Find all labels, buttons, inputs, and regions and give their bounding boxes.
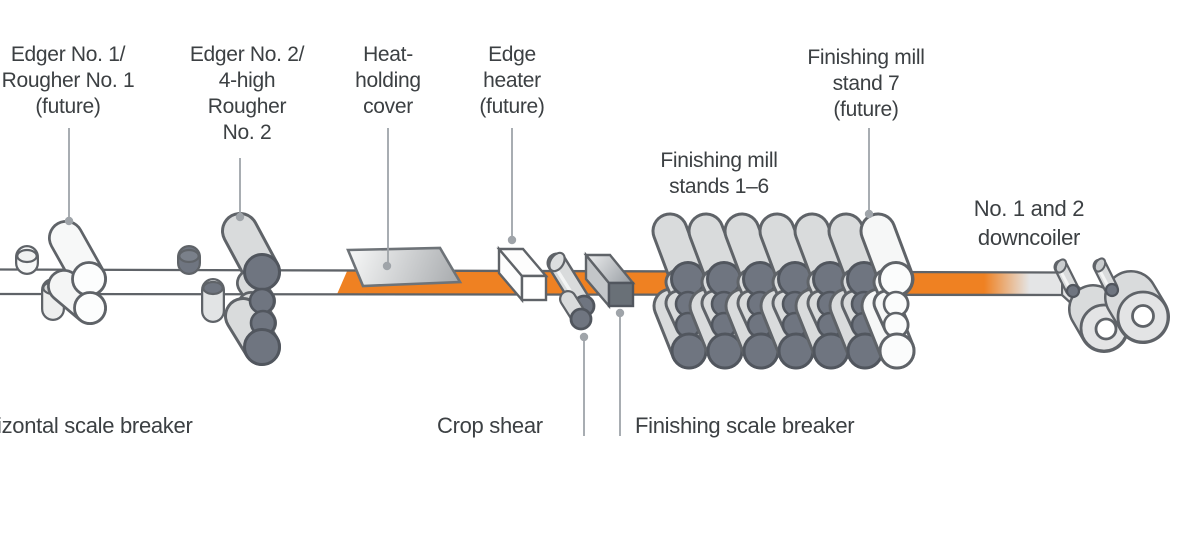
downcoiler-shape <box>1053 257 1170 353</box>
label-crop-shear: Crop shear <box>437 413 543 438</box>
label-edger-2: Edger No. 2/ 4-high Rougher No. 2 <box>189 43 305 144</box>
heat-holding-cover-shape <box>346 246 463 288</box>
leader-dots <box>64 209 874 342</box>
rougher-1-shape <box>15 220 107 325</box>
crop-shear-shape <box>546 251 596 331</box>
label-heat-holding-cover: Heat- holding cover <box>355 43 421 118</box>
finishing-scale-breaker-shape <box>583 251 636 310</box>
label-finishing-mill-stand-7: Finishing mill stand 7 (future) <box>807 46 925 121</box>
edge-heater-shape <box>496 245 549 304</box>
label-downcoiler: No. 1 and 2 downcoiler <box>973 196 1085 250</box>
label-finishing-scale-breaker: Finishing scale breaker <box>635 413 855 438</box>
strip-line <box>0 268 1099 319</box>
leader-lines <box>68 128 870 436</box>
label-horizontal-scale-breaker: izontal scale breaker <box>0 413 193 438</box>
label-edge-heater: Edge heater (future) <box>479 43 545 118</box>
rougher-2-shape <box>177 212 281 366</box>
finishing-mill-stands-shape <box>670 231 914 368</box>
label-edger-1: Edger No. 1/ Rougher No. 1 (future) <box>1 43 135 118</box>
label-finishing-mill-stands-1-6: Finishing mill stands 1–6 <box>660 149 778 198</box>
